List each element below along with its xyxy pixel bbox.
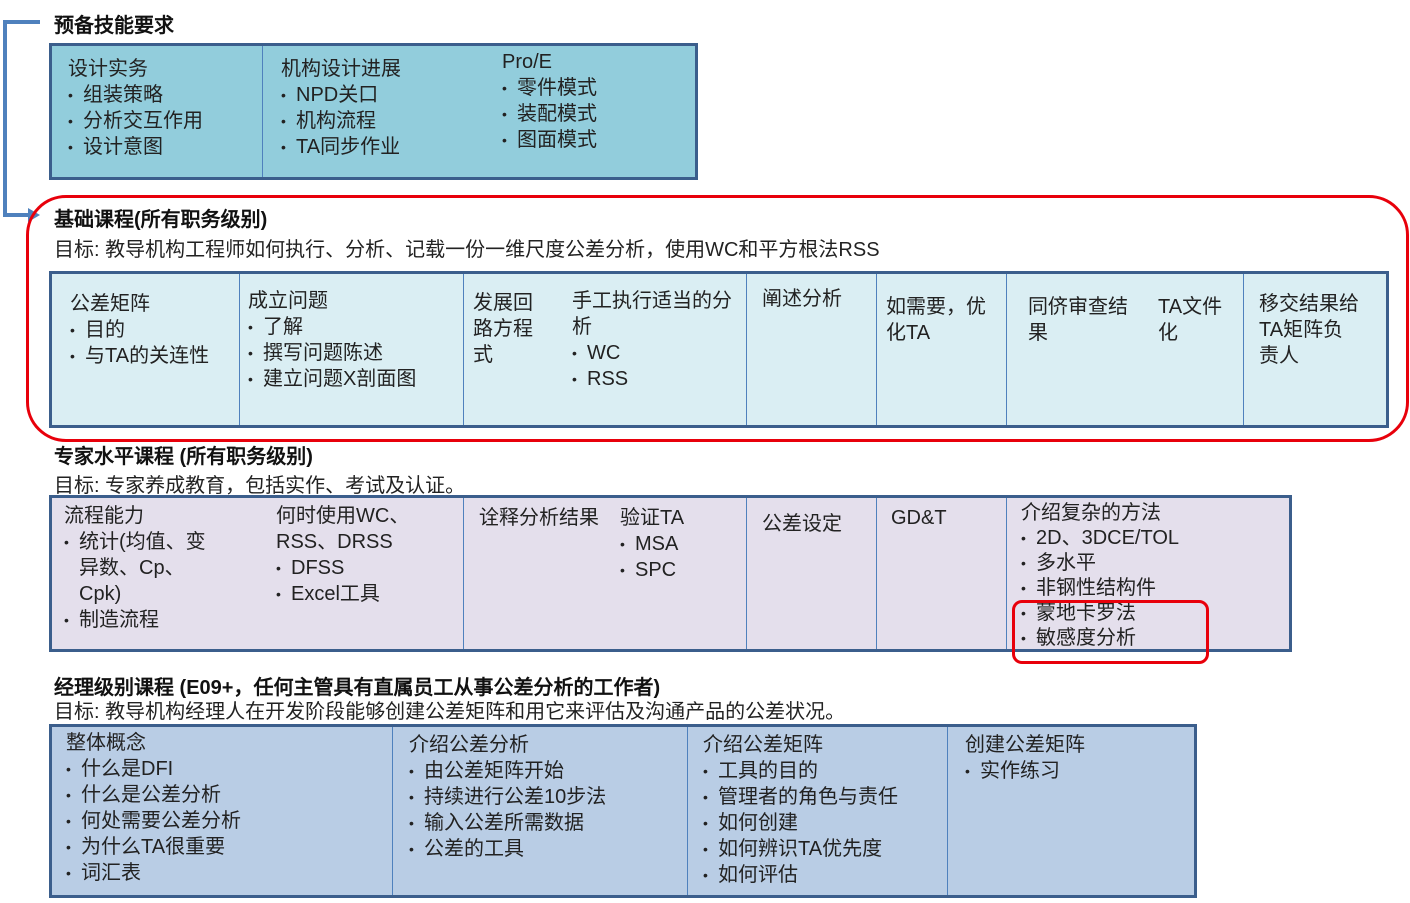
bullet-item: 持续进行公差10步法 <box>409 784 684 810</box>
prereq-heading: 预备技能要求 <box>54 15 174 37</box>
bullet-item: 统计(均值、变异数、Cp、Cpk) <box>64 529 224 607</box>
bullet-item: 何处需要公差分析 <box>66 808 386 834</box>
expert-col-verify: 验证TAMSASPC <box>620 505 740 583</box>
column-title: 同侪审查结果 <box>1028 296 1128 344</box>
bullet-item: 为什么TA很重要 <box>66 834 386 860</box>
column-title: 如需要，优化TA <box>886 296 986 344</box>
bullet-item: 如何辨识TA优先度 <box>703 836 943 862</box>
column-title: 公差设定 <box>762 513 842 535</box>
bullet-item: 目的 <box>70 317 235 343</box>
bullet-item: 管理者的角色与责任 <box>703 784 943 810</box>
bullet-item: SPC <box>620 557 740 583</box>
column-title: 公差矩阵 <box>70 293 150 315</box>
column-title: 流程能力 <box>64 505 144 527</box>
bullet-item: DFSS <box>276 555 426 581</box>
column-title: 手工执行适当的分析 <box>572 290 732 338</box>
bullet-item: 2D、3DCE/TOL <box>1021 526 1286 551</box>
basic-col-loop-equation: 发展回路方程式 <box>473 290 543 368</box>
basic-col-handover: 移交结果给TA矩阵负责人 <box>1259 291 1359 369</box>
column-title: 诠释分析结果 <box>479 507 599 529</box>
prereq-col-mechanism-design: 机构设计进展NPD关口机构流程TA同步作业 <box>281 56 491 160</box>
bullet-item: 工具的目的 <box>703 758 943 784</box>
bullet-item: 多水平 <box>1021 551 1286 576</box>
bullet-item: WC <box>572 340 737 366</box>
manager-col-create-matrix: 创建公差矩阵实作练习 <box>965 732 1190 784</box>
bullet-item: 分析交互作用 <box>68 108 268 134</box>
column-title: 介绍公差分析 <box>409 734 529 756</box>
prereq-col-proe: Pro/E零件模式装配模式图面模式 <box>502 49 682 153</box>
expert-col-complex-methods: 介绍复杂的方法2D、3DCE/TOL多水平非钢性结构件蒙地卡罗法敏感度分析 <box>1021 501 1286 651</box>
basic-col-problem: 成立问题了解撰写问题陈述建立问题X剖面图 <box>248 288 458 392</box>
basic-goal: 目标: 教导机构工程师如何执行、分析、记载一份一维尺度公差分析，使用WC和平方根… <box>54 239 880 261</box>
expert-col-interpret: 诠释分析结果 <box>479 505 614 531</box>
basic-col-peer-review: 同侪审查结果 <box>1028 294 1143 346</box>
monte-carlo-highlight-frame <box>1012 600 1209 664</box>
column-title: 机构设计进展 <box>281 58 401 80</box>
bullet-item: TA同步作业 <box>281 134 491 160</box>
expert-col-tolerance-setting: 公差设定 <box>762 511 872 537</box>
expert-col-process-capability: 流程能力统计(均值、变异数、Cp、Cpk)制造流程 <box>64 503 224 633</box>
basic-col-manual-analysis: 手工执行适当的分析WCRSS <box>572 288 737 392</box>
bullet-item: 了解 <box>248 314 458 340</box>
basic-col-tolerance-matrix: 公差矩阵目的与TA的关连性 <box>70 291 235 369</box>
bullet-item: 机构流程 <box>281 108 491 134</box>
prereq-col-design-practice: 设计实务组装策略分析交互作用设计意图 <box>68 56 268 160</box>
basic-heading: 基础课程(所有职务级别) <box>54 209 268 231</box>
bullet-item: 撰写问题陈述 <box>248 340 458 366</box>
basic-col-explain: 阐述分析 <box>762 286 872 312</box>
expert-col-when-wc: 何时使用WC、RSS、DRSSDFSSExcel工具 <box>276 503 426 607</box>
manager-heading: 经理级别课程 (E09+，任何主管具有直属员工从事公差分析的工作者) <box>54 677 661 699</box>
bullet-item: 装配模式 <box>502 101 682 127</box>
column-title: GD&T <box>891 507 947 529</box>
bullet-item: RSS <box>572 366 737 392</box>
bullet-item: 输入公差所需数据 <box>409 810 684 836</box>
column-title: 创建公差矩阵 <box>965 734 1085 756</box>
expert-col-gdt: GD&T <box>891 505 1001 531</box>
bullet-item: 实作练习 <box>965 758 1190 784</box>
column-title: 介绍公差矩阵 <box>703 734 823 756</box>
column-title: Pro/E <box>502 51 553 73</box>
bullet-item: 由公差矩阵开始 <box>409 758 684 784</box>
bullet-item: 与TA的关连性 <box>70 343 235 369</box>
manager-goal: 目标: 教导机构经理人在开发阶段能够创建公差矩阵和用它来评估及沟通产品的公差状况… <box>54 701 846 723</box>
bullet-item: 非钢性结构件 <box>1021 576 1286 601</box>
bullet-item: Excel工具 <box>276 581 426 607</box>
bullet-item: 什么是DFI <box>66 756 386 782</box>
column-title: 整体概念 <box>66 732 146 754</box>
column-title: 验证TA <box>620 507 685 529</box>
expert-goal: 目标: 专家养成教育，包括实作、考试及认证。 <box>54 475 466 497</box>
bullet-item: 公差的工具 <box>409 836 684 862</box>
bullet-item: 如何创建 <box>703 810 943 836</box>
manager-col-intro-analysis: 介绍公差分析由公差矩阵开始持续进行公差10步法输入公差所需数据公差的工具 <box>409 732 684 862</box>
column-title: 设计实务 <box>68 58 148 80</box>
bullet-item: 词汇表 <box>66 860 386 886</box>
bullet-item: 敏感度分析 <box>1021 626 1286 651</box>
bullet-item: 如何评估 <box>703 862 943 888</box>
basic-col-documentation: TA文件化 <box>1158 294 1238 346</box>
basic-highlight-frame <box>26 195 1409 442</box>
bullet-item: 组装策略 <box>68 82 268 108</box>
bullet-item: 零件模式 <box>502 75 682 101</box>
column-title: 成立问题 <box>248 290 328 312</box>
bullet-item: 制造流程 <box>64 607 224 633</box>
column-title: 发展回路方程式 <box>473 292 533 366</box>
bullet-item: 建立问题X剖面图 <box>248 366 458 392</box>
column-title: TA文件化 <box>1158 296 1223 344</box>
bullet-item: 蒙地卡罗法 <box>1021 601 1286 626</box>
bullet-item: 设计意图 <box>68 134 268 160</box>
column-title: 何时使用WC、RSS、DRSS <box>276 505 410 553</box>
manager-col-intro-matrix: 介绍公差矩阵工具的目的管理者的角色与责任如何创建如何辨识TA优先度如何评估 <box>703 732 943 888</box>
bullet-item: 什么是公差分析 <box>66 782 386 808</box>
manager-col-overview: 整体概念什么是DFI什么是公差分析何处需要公差分析为什么TA很重要词汇表 <box>66 730 386 886</box>
expert-heading: 专家水平课程 (所有职务级别) <box>54 446 313 468</box>
bullet-item: MSA <box>620 531 740 557</box>
column-title: 阐述分析 <box>762 288 842 310</box>
bullet-item: NPD关口 <box>281 82 491 108</box>
bullet-item: 图面模式 <box>502 127 682 153</box>
column-title: 介绍复杂的方法 <box>1021 502 1161 524</box>
basic-col-optimize: 如需要，优化TA <box>886 294 1001 346</box>
column-title: 移交结果给TA矩阵负责人 <box>1259 293 1359 367</box>
